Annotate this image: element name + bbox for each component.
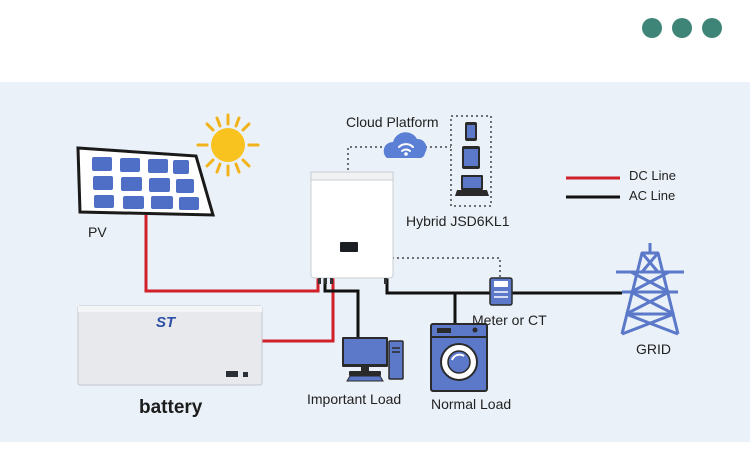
grid-label: GRID bbox=[636, 341, 671, 357]
sun-icon bbox=[196, 113, 260, 177]
monitoring-devices bbox=[450, 115, 492, 207]
battery-brand-logo: ST bbox=[156, 314, 176, 331]
menu-dot[interactable] bbox=[642, 18, 662, 38]
normal-load-label: Normal Load bbox=[431, 396, 512, 412]
power-tower-icon bbox=[616, 243, 684, 336]
inverter-icon bbox=[310, 171, 394, 284]
important-load-label: Important Load bbox=[307, 391, 402, 407]
solar-panel-icon bbox=[76, 146, 216, 217]
menu-dot[interactable] bbox=[702, 18, 722, 38]
dc-line-legend: DC Line bbox=[629, 168, 676, 183]
washing-machine-icon bbox=[430, 323, 488, 392]
battery-label: battery bbox=[139, 397, 203, 418]
pv-label: PV bbox=[88, 224, 107, 240]
comm-lines bbox=[347, 146, 501, 278]
inverter-label: Hybrid JSD6KL1 bbox=[406, 213, 510, 229]
ac-line-legend: AC Line bbox=[629, 188, 676, 203]
computer-icon bbox=[342, 337, 404, 382]
phone-icon bbox=[465, 122, 477, 141]
meter-icon bbox=[489, 277, 513, 306]
inverter-display bbox=[340, 242, 358, 252]
meter-label: Meter or CT bbox=[472, 312, 547, 328]
menu-dots[interactable] bbox=[642, 18, 722, 38]
laptop-icon bbox=[455, 175, 489, 196]
cloud-platform-label: Cloud Platform bbox=[346, 114, 439, 130]
menu-dot[interactable] bbox=[672, 18, 692, 38]
battery-icon bbox=[77, 305, 263, 386]
dc-lines bbox=[144, 176, 620, 343]
tablet-icon bbox=[462, 146, 480, 169]
cloud-icon bbox=[383, 132, 427, 158]
